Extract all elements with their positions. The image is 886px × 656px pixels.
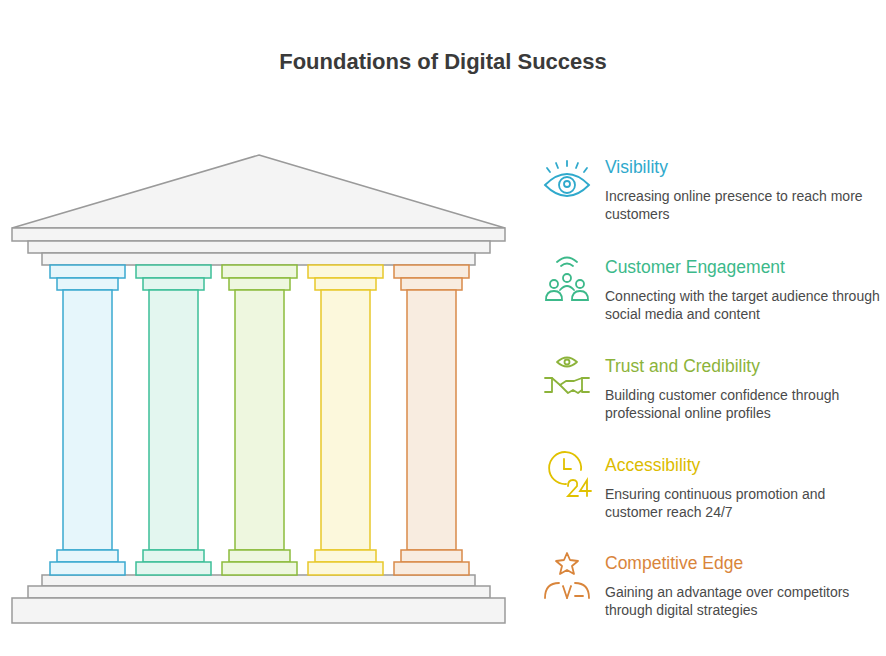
item-heading: Visibility <box>605 156 884 179</box>
step <box>28 586 490 598</box>
pillar-item: Trust and CredibilityBuilding customer c… <box>605 355 884 422</box>
handshake-icon <box>545 358 589 394</box>
pillar-item: AccessibilityEnsuring continuous promoti… <box>605 454 884 521</box>
column <box>394 265 469 575</box>
item-description: Connecting with the target audience thro… <box>605 287 884 323</box>
item-description: Building customer confidence through pro… <box>605 386 884 422</box>
roof-base <box>12 228 505 241</box>
beam <box>42 253 475 265</box>
column <box>50 265 125 575</box>
beam <box>28 241 490 253</box>
star-person-icon <box>545 553 589 598</box>
pillar-item: Competitive EdgeGaining an advantage ove… <box>605 552 884 619</box>
step <box>42 575 475 586</box>
step <box>12 598 505 623</box>
item-description: Increasing online presence to reach more… <box>605 187 884 223</box>
item-heading: Accessibility <box>605 454 884 477</box>
item-description: Gaining an advantage over competitors th… <box>605 583 884 619</box>
column <box>308 265 383 575</box>
diagram-title: Foundations of Digital Success <box>0 49 886 75</box>
item-heading: Customer Engagement <box>605 256 884 279</box>
pillar-item: VisibilityIncreasing online presence to … <box>605 156 884 223</box>
audience-icon <box>546 258 588 301</box>
roof <box>12 155 505 228</box>
item-description: Ensuring continuous promotion and custom… <box>605 485 884 521</box>
pillar-item: Customer EngagementConnecting with the t… <box>605 256 884 323</box>
column <box>136 265 211 575</box>
item-heading: Competitive Edge <box>605 552 884 575</box>
clock-icon <box>549 452 591 496</box>
columns <box>50 265 469 575</box>
item-heading: Trust and Credibility <box>605 355 884 378</box>
column <box>222 265 297 575</box>
eye-icon <box>545 161 589 196</box>
temple <box>12 155 505 623</box>
